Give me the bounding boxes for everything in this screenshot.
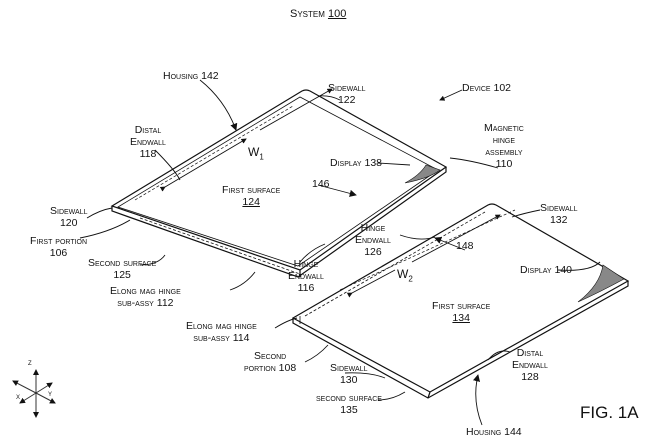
axis-x-label: x (16, 391, 21, 401)
label-housing-142: Housing 142 (163, 70, 219, 82)
label-line: First portion (30, 235, 88, 247)
label-line: Distal (516, 347, 544, 359)
label-line: Sidewall (540, 202, 578, 214)
label-line: 128 (521, 371, 539, 383)
title-text: System (290, 8, 325, 20)
label-line: 116 (297, 282, 315, 294)
axis-z-label: z (28, 357, 32, 367)
label-line: 132 (549, 214, 568, 226)
label-w2: W2 (397, 267, 413, 284)
label-line: 125 (113, 269, 131, 281)
label-line: First surface (432, 300, 491, 312)
label-device-102: Device 102 (462, 82, 512, 94)
label-line: Sidewall (50, 205, 88, 217)
label-display-140: Display 140 (520, 264, 573, 276)
second-portion-device (291, 203, 630, 399)
label-display-138: Display 138 (330, 157, 383, 169)
label-line: second surface (316, 392, 382, 404)
label-ref: 134 (452, 312, 470, 324)
leader-lines (79, 79, 601, 426)
label-148: 148 (456, 240, 474, 252)
label-line: Endwall (512, 359, 548, 371)
label-line: Elong mag hinge (110, 285, 181, 297)
label-line: 135 (340, 404, 358, 416)
figure-label: FIG. 1A (580, 403, 639, 422)
label-line: Elong mag hinge (186, 320, 257, 332)
label-line: 120 (59, 217, 78, 229)
label-line: Sidewall (328, 82, 366, 94)
label-line: 126 (364, 246, 382, 258)
label-ref: 124 (242, 196, 260, 208)
label-146: 146 (312, 178, 330, 190)
label-housing-144: Housing 144 (466, 426, 522, 438)
label-line: portion 108 (244, 362, 297, 374)
label-line: Endwall (130, 136, 166, 148)
label-line: 130 (339, 374, 358, 386)
label-line: hinge (492, 134, 516, 146)
label-line: Endwall (355, 234, 391, 246)
figure-title: System 100 (290, 8, 346, 20)
label-line: First surface (222, 184, 281, 196)
label-line: Second surface (88, 257, 157, 269)
subscript: 1 (259, 152, 264, 162)
label-line: Hinge (360, 222, 386, 234)
label-line: Endwall (288, 270, 324, 282)
label-line: 106 (49, 247, 68, 259)
subscript: 2 (408, 274, 413, 284)
label-line: assembly (485, 146, 523, 158)
label-line: 122 (337, 94, 356, 106)
axis-triad-icon (12, 369, 56, 418)
label-line: Hinge (293, 258, 319, 270)
label-line: sub-assy 114 (193, 332, 250, 344)
label-line: Sidewall (330, 362, 368, 374)
label-line: Distal (134, 124, 162, 136)
label-w1: W1 (248, 145, 264, 162)
label-line: 118 (139, 148, 157, 160)
label-line: 110 (495, 158, 513, 170)
label-line: Magnetic (484, 122, 524, 134)
label-line: Second (253, 350, 287, 362)
first-portion-device (110, 89, 448, 278)
axis-y-label: y (48, 388, 53, 398)
title-ref: 100 (327, 8, 347, 20)
label-line: sub-assy 112 (117, 297, 174, 309)
